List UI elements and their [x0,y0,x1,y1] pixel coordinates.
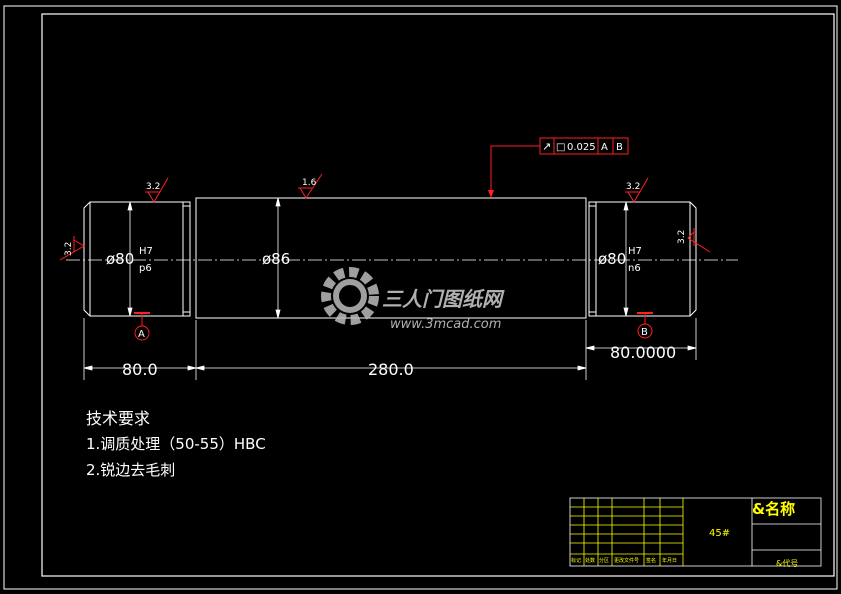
roughness-right-side: 3.2 [677,230,687,244]
fit-right-lower: n6 [628,263,641,274]
tech-req-item-2: 2.锐边去毛刺 [86,461,176,479]
runout-symbol: ↗ [542,140,551,153]
header-count: 处数 [585,557,595,564]
material-label: 45# [709,528,730,539]
datum-a-label: A [138,329,145,340]
roughness-left-side: 3.2 [64,242,74,256]
watermark-url: www.3mcad.com [390,317,501,332]
dim-80-left: 80.0 [122,360,158,379]
roughness-right-top: 3.2 [626,182,640,192]
tolerance-datum-b: B [616,142,623,153]
tolerance-datum-a: A [601,142,608,153]
header-zone: 分区 [599,557,609,564]
watermark-brand: 三人门图纸网 [382,287,505,311]
roughness-symbols [59,173,711,261]
datum-b-marker: B [637,312,653,339]
diameter-arrows [127,197,629,319]
tolerance-frame: ↗ □ 0.025 A B [488,137,629,198]
header-change-doc: 更改文件号 [614,557,639,564]
dim-80-right: 80.0000 [610,343,676,362]
tolerance-value: 0.025 [567,142,596,153]
header-mark: 标记 [571,557,581,564]
inner-frame [41,13,835,577]
title-block [569,497,822,567]
fit-left-upper: H7 [139,246,153,257]
roughness-middle: 1.6 [302,178,317,188]
title-block-headers: 标记 处数 分区 更改文件号 签名 年月日 [571,557,677,564]
code-label: &代号 [776,558,798,568]
name-label: &名称 [752,500,795,518]
datum-a-marker: A [134,312,150,341]
right-journal [588,201,697,317]
gear-icon [321,267,379,325]
dim-280: 280.0 [368,360,414,379]
header-signature: 签名 [646,557,656,564]
dia-right-label: ø80 [598,250,626,268]
datum-b-label: B [641,327,648,338]
tech-req-title: 技术要求 [86,409,151,428]
roughness-left-top: 3.2 [146,182,160,192]
tech-req-item-1: 1.调质处理（50-55）HBC [86,435,266,453]
middle-body [195,197,587,319]
watermark: 三人门图纸网 www.3mcad.com [321,267,505,332]
fit-left-lower: p6 [139,263,152,274]
dia-left-label: ø80 [106,250,134,268]
flat-symbol: □ [556,142,565,153]
dia-mid-label: ø86 [262,250,290,268]
outer-frame [3,5,838,590]
fit-right-upper: H7 [628,246,642,257]
left-journal [83,201,191,317]
length-dimension-lines [83,318,697,380]
header-date: 年月日 [662,557,677,564]
